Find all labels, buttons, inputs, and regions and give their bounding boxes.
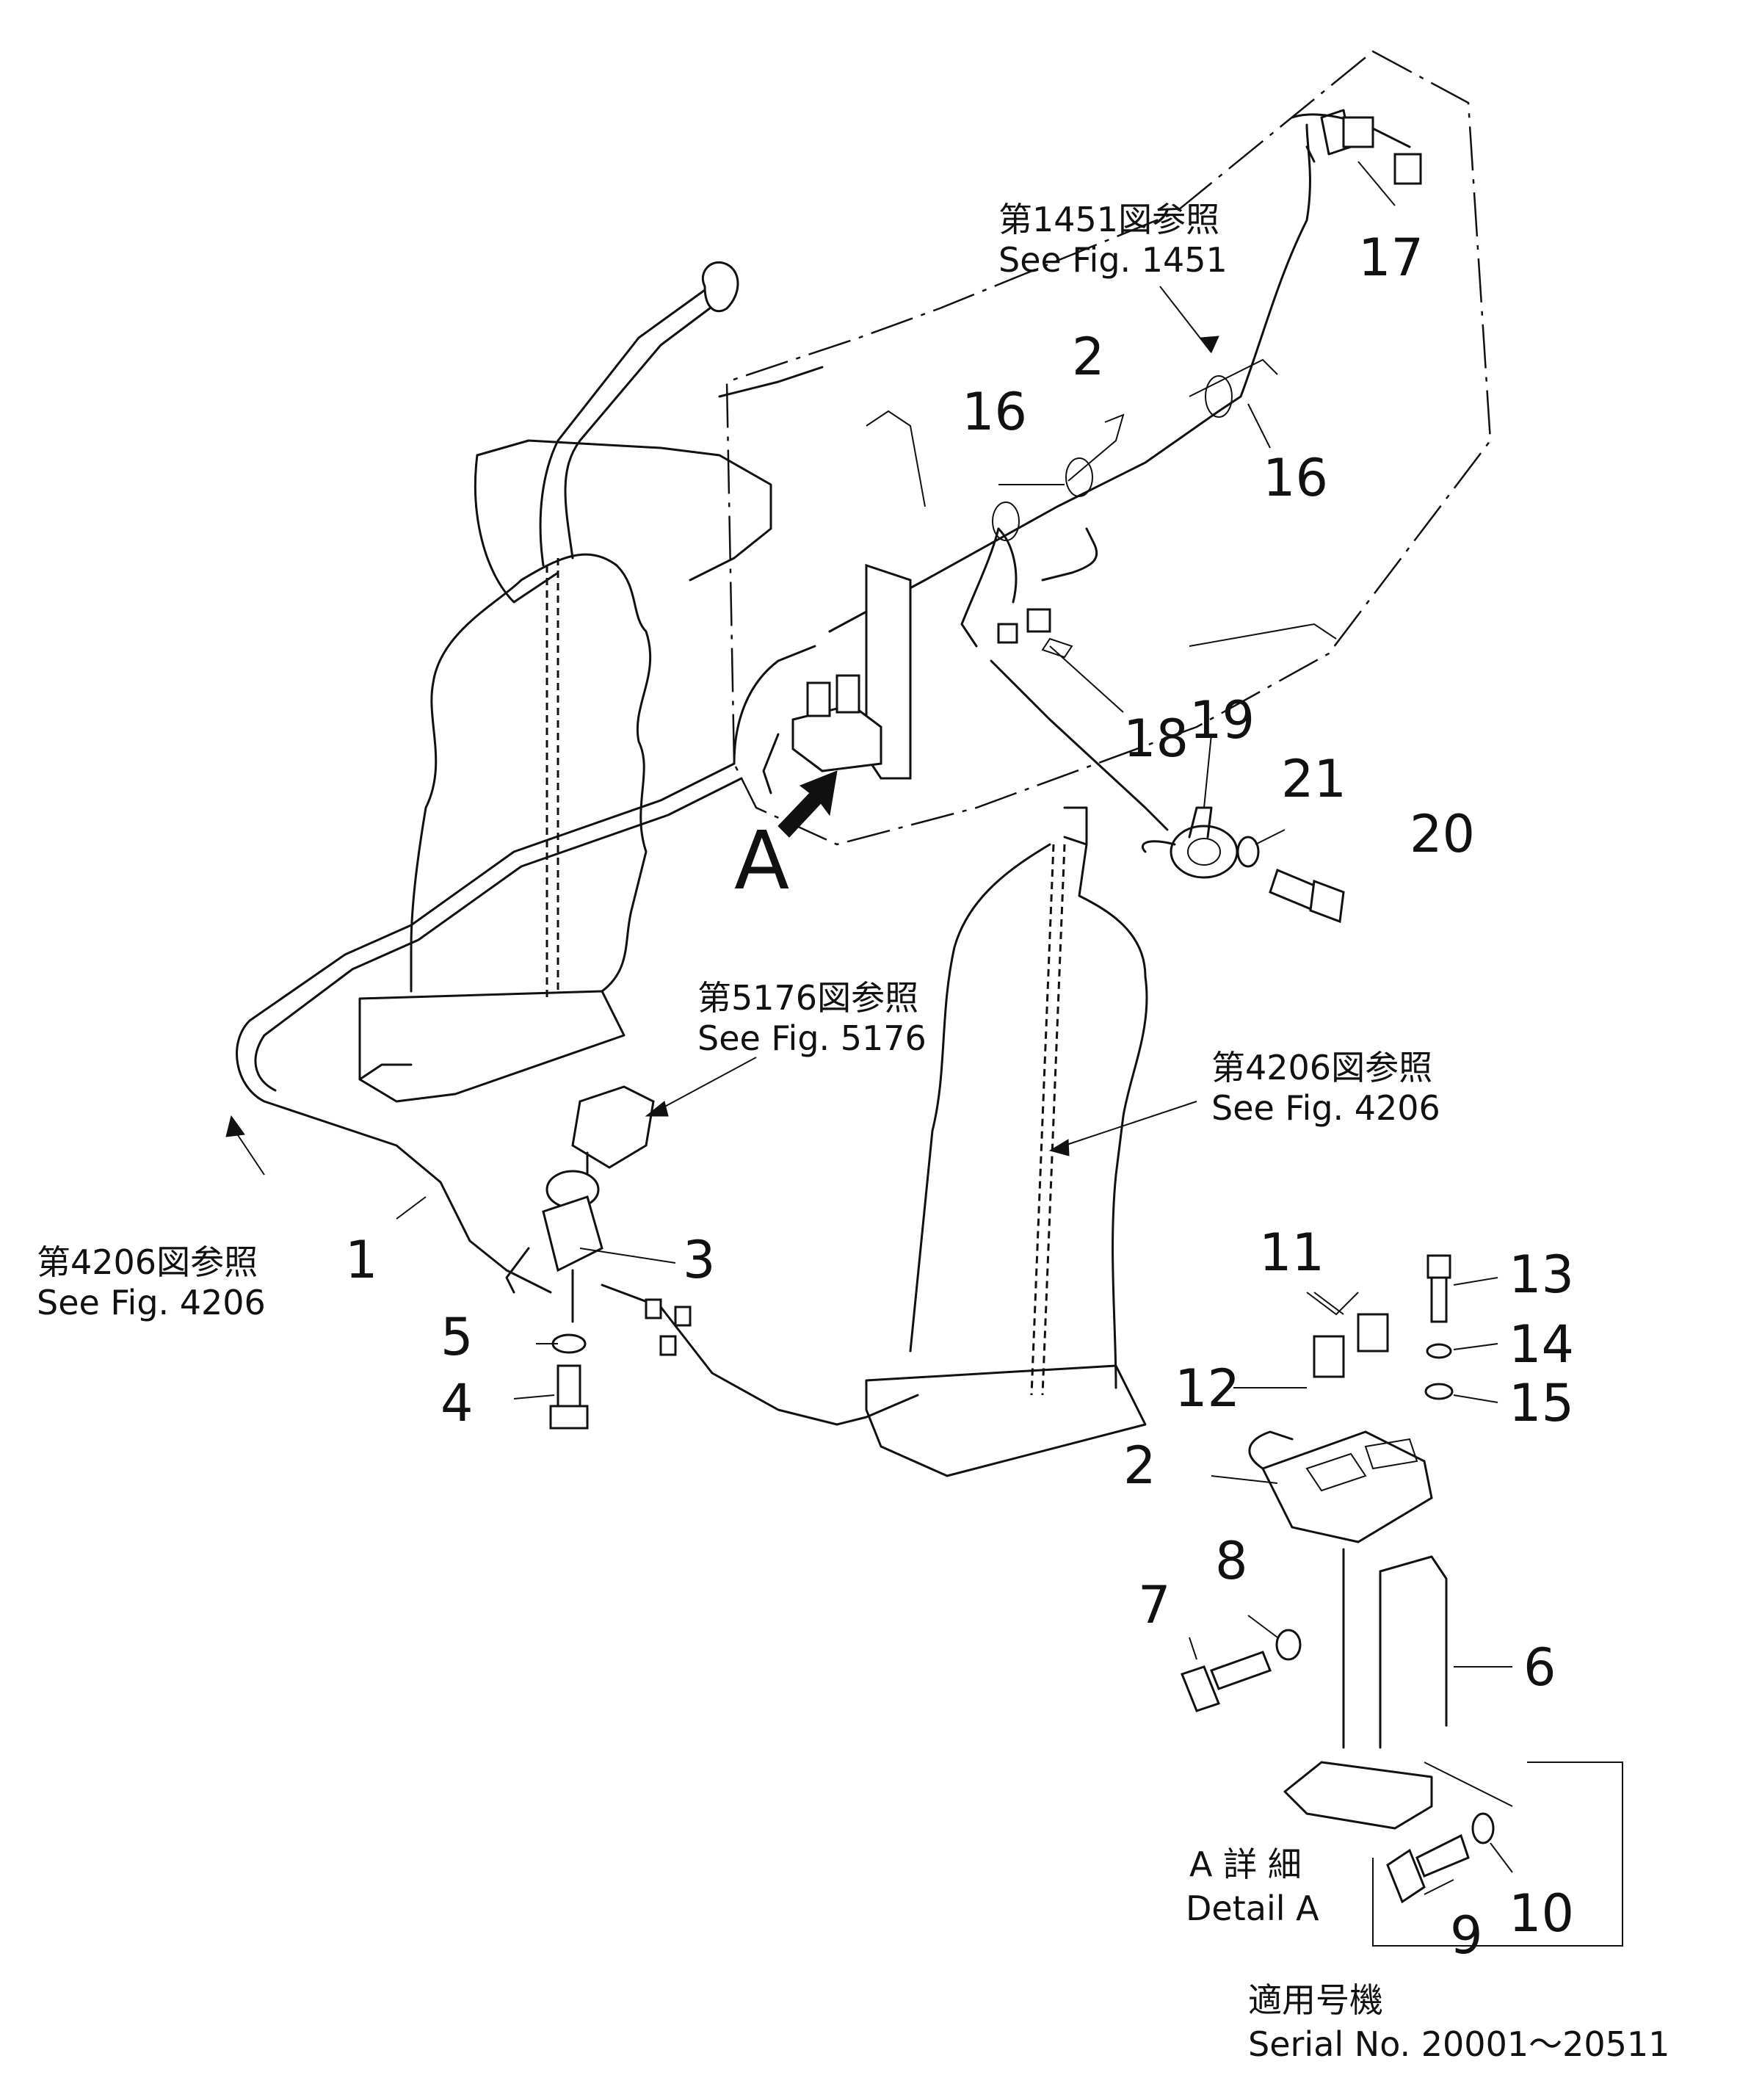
- bolt-9: [1386, 1833, 1470, 1904]
- part-number-15: 15: [1509, 1373, 1574, 1433]
- part-number-8: 8: [1215, 1531, 1248, 1591]
- serial-en: Serial No. 20001～20511: [1248, 2024, 1669, 2064]
- part-number-13: 13: [1509, 1245, 1574, 1305]
- relay-box-2: [1248, 1430, 1433, 1543]
- part-number-2-upper: 2: [1072, 327, 1105, 387]
- washer-8: [1275, 1629, 1302, 1661]
- ref-4206-left-en: See Fig. 4206: [37, 1283, 266, 1322]
- ref-4206-left-jp: 第4206図参照: [37, 1242, 258, 1282]
- connector-18: [997, 608, 1073, 659]
- bolt-7: [1181, 1651, 1272, 1712]
- bolt-20: [1269, 868, 1345, 924]
- part-number-14: 14: [1509, 1314, 1574, 1375]
- harness-connector-3: [645, 1298, 692, 1356]
- bracket-6: [1283, 1548, 1448, 1830]
- part-number-1: 1: [345, 1230, 378, 1290]
- serial-jp: 適用号機: [1248, 1980, 1383, 2020]
- detail-a-frame: [1372, 1762, 1623, 1947]
- detail-a-en: Detail A: [1186, 1889, 1319, 1928]
- washer-15: [1424, 1383, 1454, 1400]
- part-number-16-left: 16: [962, 382, 1027, 442]
- clamp-16-group: [992, 358, 1278, 541]
- ref-4206-right-en: See Fig. 4206: [1211, 1088, 1440, 1128]
- relay-11: [1313, 1313, 1389, 1378]
- relay-3: [505, 1085, 655, 1323]
- part-number-16-right: 16: [1263, 448, 1328, 508]
- part-number-18: 18: [1123, 709, 1189, 769]
- ref-1451-en: See Fig. 1451: [998, 240, 1228, 280]
- ref-5176-en: See Fig. 5176: [697, 1018, 927, 1058]
- part-number-2-detail: 2: [1123, 1435, 1156, 1496]
- washer-14: [1426, 1343, 1452, 1359]
- left-console: [358, 261, 772, 1103]
- part-number-21: 21: [1281, 749, 1346, 809]
- connector-17: [1305, 109, 1422, 185]
- relay-bracket-upper: [762, 563, 912, 794]
- part-number-20: 20: [1410, 804, 1475, 864]
- bolt-4: [549, 1364, 589, 1430]
- part-number-3: 3: [683, 1230, 716, 1290]
- leader-lines: [225, 161, 1513, 1895]
- part-number-11: 11: [1259, 1223, 1324, 1283]
- ref-1451-jp: 第1451図参照: [998, 200, 1219, 239]
- bolt-13: [1426, 1254, 1451, 1323]
- wire-harness: [236, 113, 1411, 1426]
- ref-4206-right-jp: 第4206図参照: [1211, 1048, 1432, 1087]
- part-number-12: 12: [1175, 1358, 1240, 1419]
- part-number-5: 5: [440, 1307, 474, 1367]
- part-number-19: 19: [1189, 690, 1255, 750]
- part-number-17: 17: [1358, 228, 1424, 288]
- detail-a-jp: A 詳 細: [1189, 1844, 1302, 1884]
- part-number-7: 7: [1138, 1575, 1171, 1635]
- washer-10: [1471, 1812, 1495, 1844]
- part-number-9: 9: [1450, 1905, 1483, 1966]
- detail-a-marker: A: [734, 814, 789, 908]
- right-console: [865, 806, 1148, 1477]
- part-number-10: 10: [1509, 1883, 1574, 1944]
- ref-5176-jp: 第5176図参照: [697, 978, 918, 1018]
- part-number-6: 6: [1523, 1637, 1556, 1698]
- arrow-to-detail-a: [777, 770, 838, 838]
- part-number-4: 4: [440, 1373, 474, 1433]
- washer-21: [1236, 836, 1260, 868]
